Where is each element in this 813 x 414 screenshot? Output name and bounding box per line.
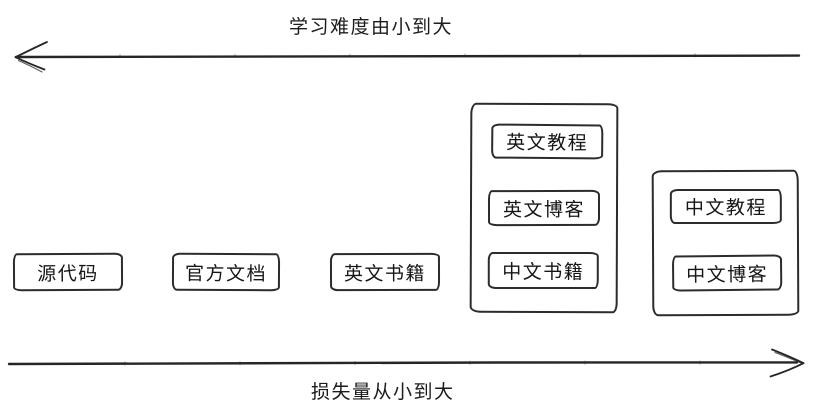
- sketch-ticks: [124, 360, 701, 366]
- node-official-docs: 官方文档: [171, 252, 281, 292]
- node-chinese-books: 中文书籍: [487, 251, 599, 289]
- sketch-ticks: [119, 53, 696, 58]
- node-english-books: 英文书籍: [329, 252, 441, 292]
- node-chinese-tutorials: 中文教程: [669, 188, 782, 225]
- bottom-axis-label: 损失量从小到大: [311, 382, 455, 403]
- top-arrow-left-icon: [14, 41, 801, 73]
- node-chinese-blogs: 中文博客: [671, 254, 783, 292]
- node-english-tutorials: 英文教程: [491, 123, 604, 160]
- node-english-blogs: 英文博客: [487, 189, 601, 227]
- bottom-arrow-right-icon: [7, 348, 805, 378]
- group-chinese-resources: 中文教程 中文博客: [651, 169, 800, 317]
- group-english-resources: 英文教程 英文博客 中文书籍: [469, 102, 619, 314]
- top-axis-label: 学习难度由小到大: [289, 17, 454, 38]
- node-source-code: 源代码: [12, 252, 124, 292]
